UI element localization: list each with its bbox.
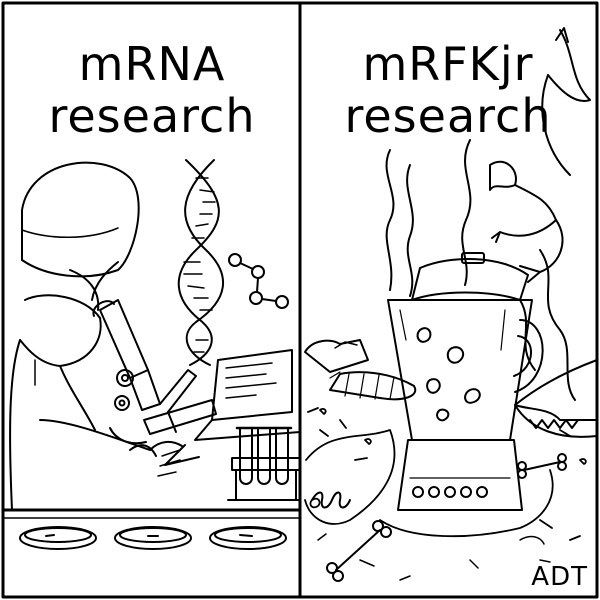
monster-creature — [490, 28, 590, 282]
left-panel — [3, 160, 300, 549]
creature-jaws — [515, 360, 597, 437]
artist-signature: ADT — [531, 562, 588, 592]
laptop — [195, 350, 300, 440]
bone-2 — [518, 454, 566, 478]
left-title-line1: mRNA — [78, 37, 226, 91]
lab-bench — [3, 510, 300, 518]
dna-helix — [179, 160, 223, 365]
left-title-line2: research — [48, 89, 256, 143]
spring-coil — [312, 493, 350, 508]
molecule-icon — [229, 254, 288, 308]
bone-1 — [327, 521, 391, 581]
test-tube-rack — [228, 428, 300, 500]
chainsaw — [305, 340, 415, 399]
blender — [388, 253, 543, 510]
right-title-line1: mRFKjr — [362, 37, 534, 91]
petri-dish-2 — [115, 527, 191, 549]
debris — [318, 534, 550, 580]
right-panel — [305, 28, 597, 581]
right-panel-title: mRFKjr research — [300, 38, 596, 142]
petri-dish-1 — [20, 527, 96, 549]
right-title-line2: research — [344, 89, 552, 143]
scientist — [10, 163, 182, 510]
petri-dish-3 — [210, 527, 286, 549]
microscope — [93, 300, 216, 465]
splatter — [305, 408, 586, 540]
left-panel-title: mRNA research — [4, 38, 300, 142]
